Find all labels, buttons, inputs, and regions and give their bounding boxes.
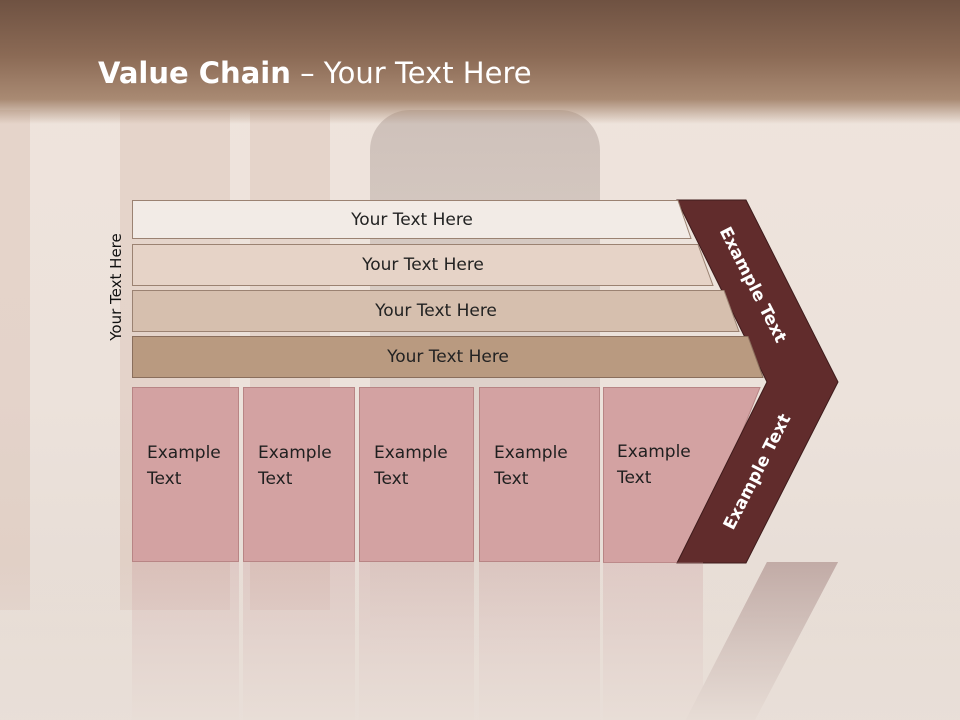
column-5-line2: Text bbox=[617, 468, 652, 488]
slide-title: Value Chain – Your Text Here bbox=[98, 56, 532, 90]
reflection bbox=[0, 562, 960, 720]
row-2: Your Text Here bbox=[132, 244, 714, 286]
row-1: Your Text Here bbox=[132, 200, 692, 239]
column-2: Example Text bbox=[243, 387, 355, 562]
row-2-label: Your Text Here bbox=[362, 255, 484, 275]
column-2-line1: Example bbox=[258, 443, 332, 463]
row-1-label: Your Text Here bbox=[351, 209, 473, 230]
reflection-fade bbox=[0, 562, 960, 720]
column-3-line2: Text bbox=[374, 469, 409, 489]
column-3-line1: Example bbox=[374, 443, 448, 463]
row-4-label: Your Text Here bbox=[387, 347, 509, 367]
column-4: Example Text bbox=[479, 387, 600, 562]
column-5-line1: Example bbox=[617, 442, 691, 462]
column-2-line2: Text bbox=[258, 469, 293, 489]
column-1-line2: Text bbox=[147, 469, 182, 489]
column-5: Example Text bbox=[603, 387, 703, 562]
title-bar bbox=[0, 0, 960, 124]
column-4-line2: Text bbox=[494, 469, 529, 489]
column-3: Example Text bbox=[359, 387, 474, 562]
row-4: Your Text Here bbox=[132, 336, 764, 378]
row-3-label: Your Text Here bbox=[375, 301, 497, 321]
title-bold: Value Chain bbox=[98, 56, 291, 90]
title-rest: – Your Text Here bbox=[290, 56, 532, 90]
column-1: Example Text bbox=[132, 387, 239, 562]
row-3: Your Text Here bbox=[132, 290, 740, 332]
background-pillar bbox=[0, 110, 30, 610]
column-1-line1: Example bbox=[147, 443, 221, 463]
column-4-line1: Example bbox=[494, 443, 568, 463]
